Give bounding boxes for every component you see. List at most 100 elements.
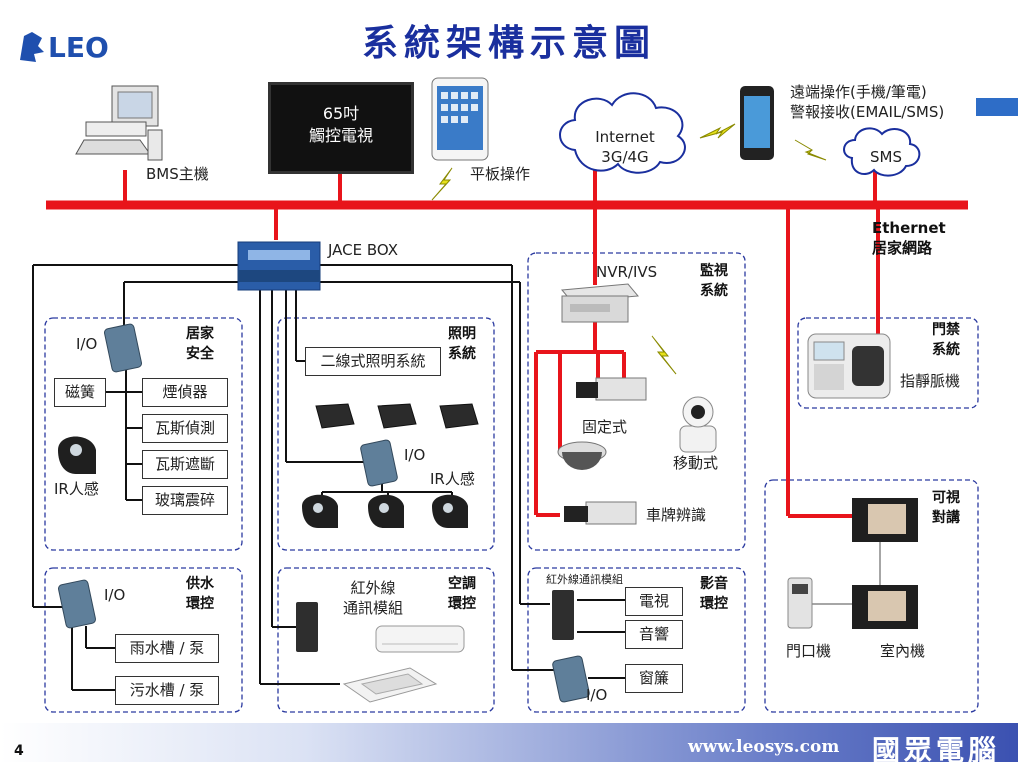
remote-line1: 遠端操作(手機/筆電) — [790, 83, 927, 101]
door-station-label: 門口機 — [786, 642, 832, 660]
lighting-title: 照明 系統 — [448, 324, 476, 364]
jace-box-icon — [237, 241, 321, 291]
page-number: 4 — [14, 743, 24, 759]
intercom-indoor-monitor-2-icon — [852, 585, 918, 629]
ethernet-label: Ethernet 居家網路 — [872, 218, 946, 258]
mobile-camera-label: 移動式 — [673, 454, 719, 472]
intercom-title: 可視 對講 — [932, 488, 960, 528]
lpr-camera-label: 車牌辨識 — [646, 506, 707, 524]
surveillance-title-1: 監視 — [700, 263, 728, 279]
wireless-bolt-camera — [651, 335, 677, 375]
sms-label: SMS — [870, 148, 902, 166]
av-title-1: 影音 — [700, 576, 728, 592]
rainwater-tank-box: 雨水槽 / 泵 — [115, 634, 219, 663]
internet-line1: Internet — [595, 128, 655, 146]
av-io-module-icon — [552, 655, 590, 703]
nvr-device-icon — [561, 283, 639, 323]
internet-cloud — [559, 92, 686, 174]
security-title-1: 居家 — [186, 326, 214, 342]
nvr-label: NVR/IVS — [596, 263, 658, 281]
aircon-module-line2: 通訊模組 — [342, 599, 403, 617]
intercom-section-box — [764, 479, 979, 713]
water-io-module-icon — [57, 579, 97, 629]
lighting-title-2: 系統 — [448, 346, 476, 362]
av-io-label: I/O — [586, 686, 608, 704]
water-title: 供水 環控 — [186, 574, 214, 614]
tablet-icon — [431, 77, 489, 161]
security-title-2: 安全 — [186, 346, 214, 362]
indoor-unit-label: 室內機 — [880, 642, 926, 660]
aircon-title-2: 環控 — [448, 596, 476, 612]
security-io-module-icon — [103, 323, 143, 373]
lpr-camera-icon — [564, 501, 637, 525]
aircon-module-label: 紅外線 通訊模組 — [330, 578, 416, 618]
wireless-bolt-tablet — [431, 167, 453, 201]
glass-break-box: 玻璃震碎 — [142, 486, 228, 515]
bms-label: BMS主機 — [146, 165, 209, 183]
lighting-title-1: 照明 — [448, 326, 476, 342]
touch-tv: 65吋 觸控電視 — [268, 82, 414, 174]
smartphone-icon — [740, 86, 774, 160]
av-ir-module-icon — [552, 590, 574, 640]
reed-switch-box: 磁簧 — [54, 378, 106, 407]
ethernet-line1: Ethernet — [872, 219, 946, 237]
access-title: 門禁 系統 — [932, 320, 960, 360]
bms-computer-icon — [75, 85, 163, 161]
lighting-ir-label: IR人感 — [430, 470, 475, 488]
internet-line2: 3G/4G — [601, 148, 649, 166]
ethernet-line2: 居家網路 — [872, 239, 933, 257]
aircon-title-1: 空調 — [448, 576, 476, 592]
security-ir-label: IR人感 — [54, 480, 99, 498]
fixed-camera-label: 固定式 — [582, 418, 628, 436]
intercom-title-1: 可視 — [932, 490, 960, 506]
access-title-2: 系統 — [932, 342, 960, 358]
aircon-title: 空調 環控 — [448, 574, 476, 614]
slide-edge-tab — [976, 98, 1018, 116]
dome-camera-icon — [557, 441, 607, 470]
security-io-label: I/O — [76, 335, 98, 353]
remote-ops-label: 遠端操作(手機/筆電) 警報接收(EMAIL/SMS) — [790, 82, 944, 122]
light-controller-2-icon — [377, 403, 417, 429]
access-section-box — [797, 317, 979, 409]
sms-cloud — [843, 127, 921, 177]
av-title: 影音 環控 — [700, 574, 728, 614]
jace-box-label: JACE BOX — [328, 241, 399, 259]
security-section-box — [44, 317, 243, 551]
tv-size-label: 65吋 — [322, 104, 360, 123]
water-io-label: I/O — [104, 586, 126, 604]
tv-type-label: 觸控電視 — [308, 126, 373, 145]
av-title-2: 環控 — [700, 596, 728, 612]
av-audio-box: 音響 — [625, 620, 683, 649]
water-title-1: 供水 — [186, 576, 214, 592]
wall-aircon-icon — [375, 625, 465, 653]
surveillance-section-box — [527, 252, 746, 551]
vein-reader-label: 指靜脈機 — [900, 372, 961, 390]
website-link[interactable]: www.leosys.com — [688, 737, 840, 757]
two-wire-lighting-box: 二線式照明系統 — [305, 347, 441, 376]
lion-logo-icon — [20, 32, 44, 62]
lighting-io-label: I/O — [404, 446, 426, 464]
ptz-camera-icon — [679, 396, 717, 453]
ceiling-aircon-icon — [342, 667, 438, 703]
av-curtain-box: 窗簾 — [625, 664, 683, 693]
wireless-bolt-internet — [699, 123, 736, 139]
surveillance-title: 監視 系統 — [700, 261, 728, 301]
lighting-section-box — [277, 317, 495, 551]
logo-text: LEO — [48, 30, 109, 64]
water-title-2: 環控 — [186, 596, 214, 612]
fixed-camera-icon — [576, 377, 647, 401]
sewage-tank-box: 污水槽 / 泵 — [115, 676, 219, 705]
access-title-1: 門禁 — [932, 322, 960, 338]
surveillance-title-2: 系統 — [700, 283, 728, 299]
av-module-label: 紅外線通訊模組 — [546, 573, 623, 586]
intercom-indoor-monitor-1-icon — [852, 498, 918, 542]
vein-reader-icon — [807, 333, 891, 399]
footer-bar — [0, 723, 1018, 762]
gas-shutoff-box: 瓦斯遮斷 — [142, 450, 228, 479]
wireless-bolt-sms — [794, 139, 827, 161]
remote-line2: 警報接收(EMAIL/SMS) — [790, 103, 945, 121]
smoke-detector-box: 煙偵器 — [142, 378, 228, 407]
aircon-ir-module-icon — [296, 602, 318, 652]
aircon-module-line1: 紅外線 — [350, 579, 396, 597]
